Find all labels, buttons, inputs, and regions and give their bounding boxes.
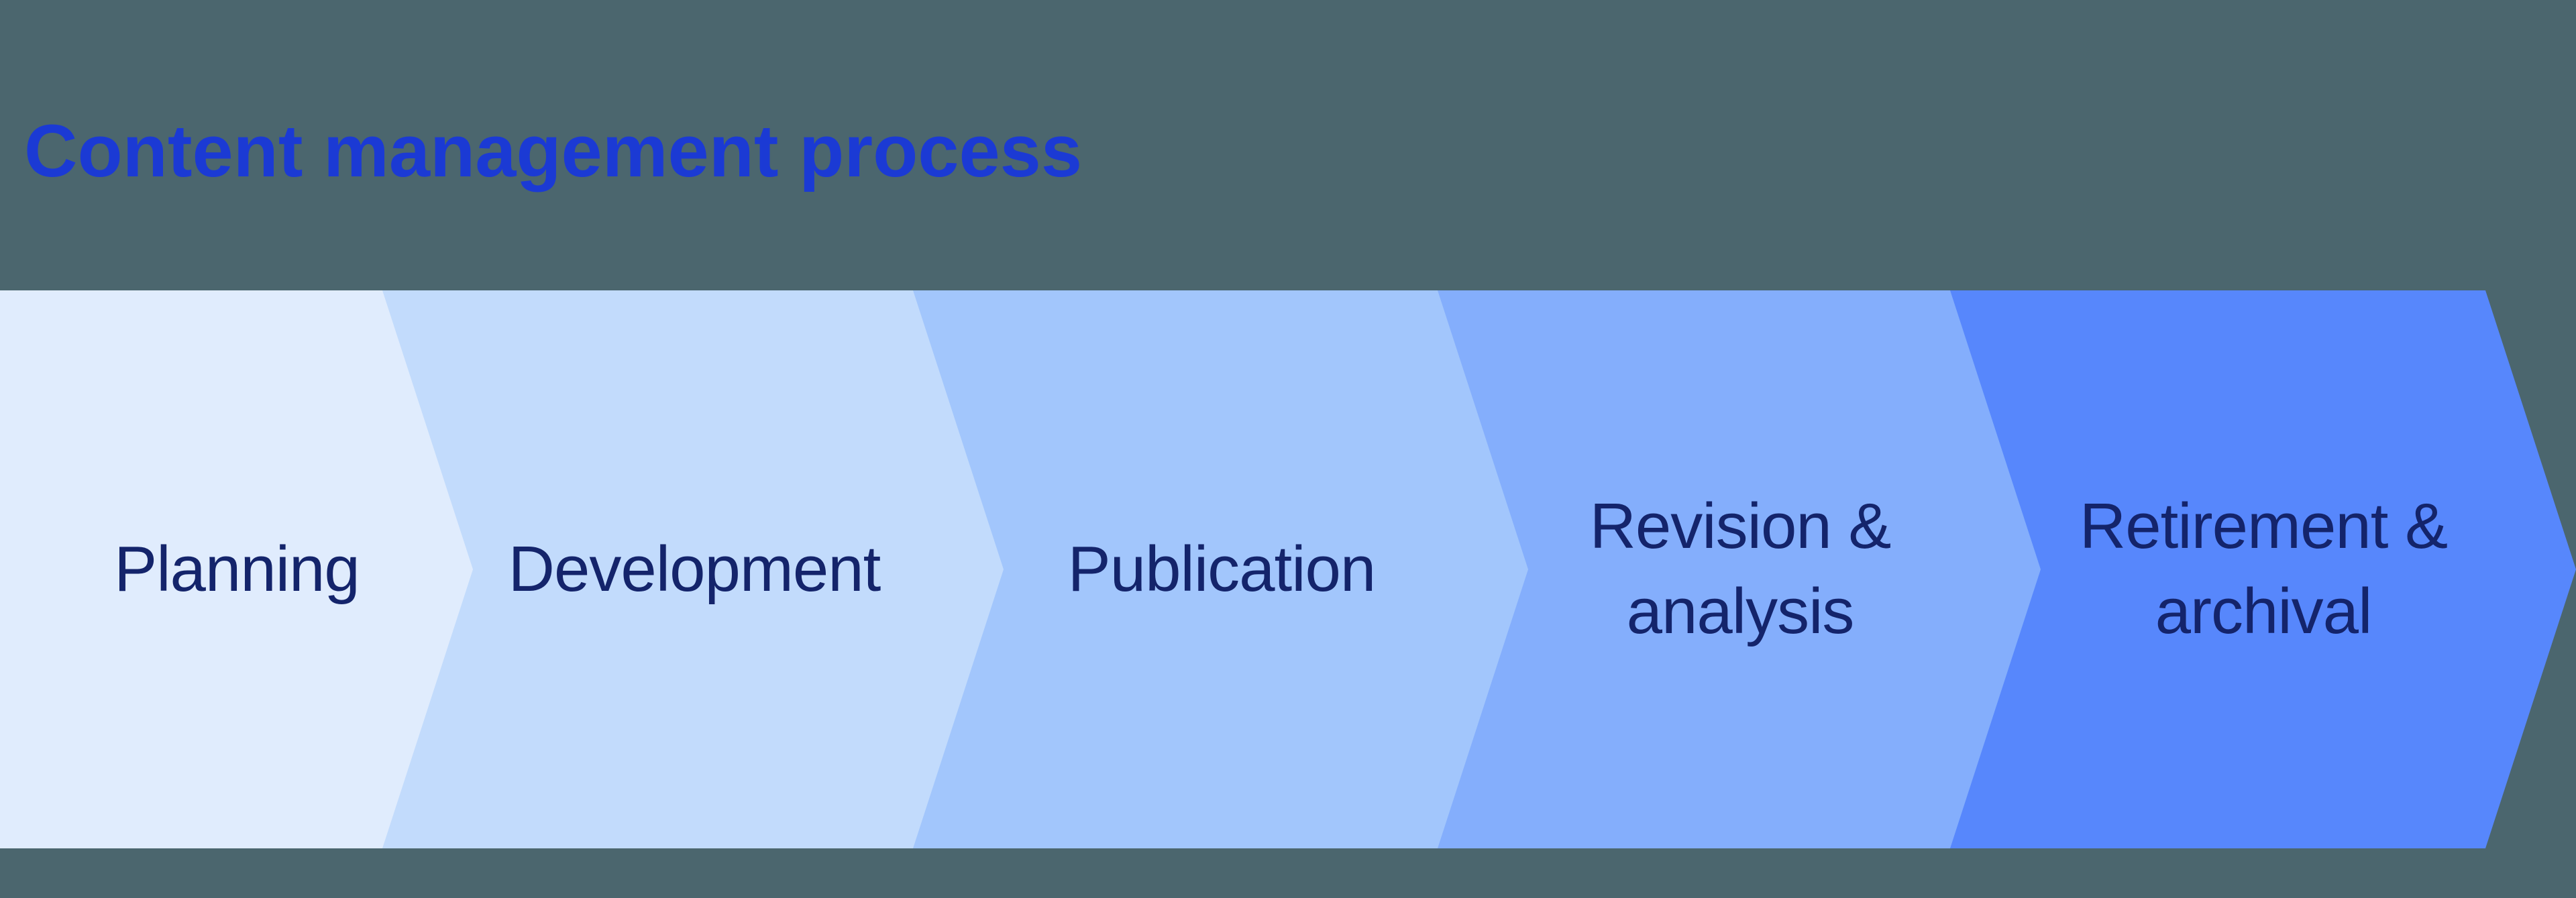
chevron-shapes [0, 290, 2576, 848]
stage-shape-retirement-archival [1950, 290, 2576, 848]
stage-shape-revision-analysis [1438, 290, 2042, 848]
stage-shape-publication [913, 290, 1529, 848]
stage-shape-planning [0, 290, 474, 848]
stage-shape-development [382, 290, 1005, 848]
process-flow: Planning Development Publication Revisio… [0, 290, 2576, 848]
diagram-title: Content management process [24, 110, 1083, 192]
